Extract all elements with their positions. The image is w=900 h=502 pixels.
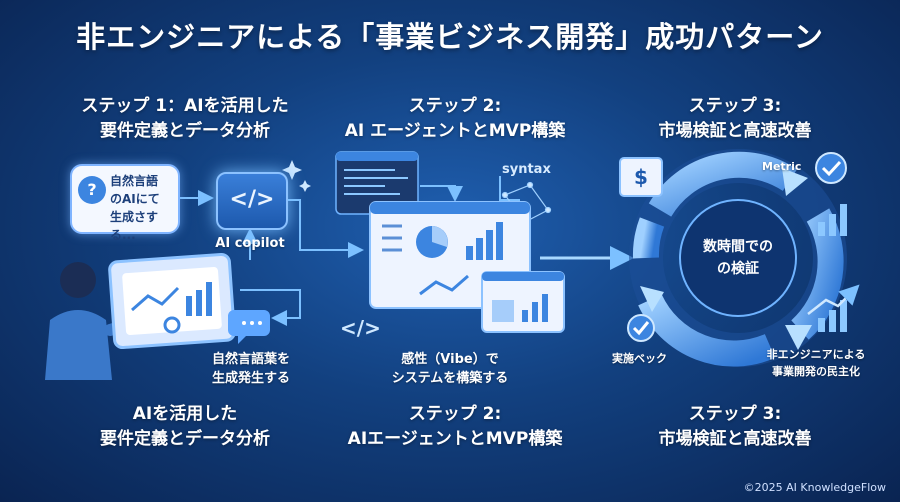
step2-footer-line1: ステップ 2: <box>408 404 502 424</box>
growth-chart-icon <box>807 284 860 332</box>
step3-header-line2: 市場検証と高速改善 <box>658 121 812 141</box>
step1-header-line1: ステップ 1：AIを活用した <box>81 96 289 116</box>
cycle-ring <box>629 149 847 367</box>
chart-window-front <box>481 271 565 333</box>
sparkle-icon <box>282 160 311 192</box>
step1-footer: AIを活用した 要件定義とデータ分析 <box>60 402 310 452</box>
metric-check-icon <box>815 152 847 184</box>
step3-footer: ステップ 3: 市場検証と高速改善 <box>610 402 860 452</box>
question-chat-icon: ? <box>78 176 106 204</box>
step1-footer-line1: AIを活用した <box>132 404 238 424</box>
bubble-line1: 自然言語 <box>110 174 159 188</box>
code-brackets-icon: </> <box>340 316 381 340</box>
natural-language-caption: 自然言語葉を 生成発生する <box>196 350 306 388</box>
dollar-label: $ <box>634 165 648 189</box>
vibe-line2: システムを構築する <box>391 371 509 386</box>
vibe-caption: 感性（Vibe）で システムを構築する <box>360 350 540 388</box>
natural-language-line1: 自然言語葉を <box>211 352 290 367</box>
cycle-center-text: 数時間での の検証 <box>688 236 788 280</box>
cycle-center-line2: の検証 <box>717 261 759 277</box>
democratize-line2: 事業開発の民主化 <box>772 365 860 378</box>
page-title: 非エンジニアによる「事業ビジネス開発」成功パターン <box>76 20 824 54</box>
step2-header: ステップ 2: AI エージェントとMVP構築 <box>330 94 580 144</box>
arrow-tablet-to-speech <box>240 289 301 326</box>
natural-language-line2: 生成発生する <box>211 371 290 386</box>
bubble-line3: 生成さする... <box>110 210 159 242</box>
step3-footer-line1: ステップ 3: <box>688 404 782 424</box>
step1-footer-line2: 要件定義とデータ分析 <box>100 429 270 449</box>
copyright-text: ©2025 AI KnowledgeFlow <box>743 481 886 494</box>
step3-header-line1: ステップ 3: <box>688 96 782 116</box>
chat-bubbles-icon <box>228 310 270 344</box>
cycle-center-line1: 数時間での <box>703 239 773 255</box>
democratize-line1: 非エンジニアによる <box>766 348 866 361</box>
metric-label: Metric <box>762 160 802 173</box>
democratize-caption: 非エンジニアによる 事業開発の民主化 <box>752 346 880 380</box>
step2-footer-line2: AIエージェントとMVP構築 <box>347 429 563 449</box>
syntax-label: syntax <box>502 162 551 177</box>
arrow-copilot-to-mvp <box>288 199 364 258</box>
person-with-tablet-graphic <box>45 252 236 380</box>
step3-header: ステップ 3: 市場検証と高速改善 <box>610 94 860 144</box>
ai-copilot-code-icon: </> <box>216 172 288 230</box>
natural-language-bubble: ? 自然言語 のAIにて 生成さする... <box>70 164 180 242</box>
step2-header-line1: ステップ 2: <box>408 96 502 116</box>
step2-footer: ステップ 2: AIエージェントとMVP構築 <box>330 402 580 452</box>
ai-copilot-label: AI copilot <box>215 236 285 251</box>
check-circle-icon <box>627 314 655 342</box>
bubble-line2: のAIにて <box>110 192 160 206</box>
bar-chart-icon <box>818 204 847 236</box>
check-label: 実施ベック <box>612 352 667 365</box>
bubble-text: 自然言語 のAIにて 生成さする... <box>110 172 178 244</box>
code-window-back <box>335 151 419 215</box>
step2-header-line2: AI エージェントとMVP構築 <box>344 121 566 141</box>
step1-header-line2: 要件定義とデータ分析 <box>100 121 270 141</box>
vibe-line1: 感性（Vibe）で <box>401 352 499 367</box>
step3-footer-line2: 市場検証と高速改善 <box>658 429 812 449</box>
step1-header: ステップ 1：AIを活用した 要件定義とデータ分析 <box>60 94 310 144</box>
arrow-code-to-mvp <box>420 185 463 202</box>
dollar-card-icon: $ <box>619 157 663 197</box>
arrow-syntax-to-mvp <box>499 176 520 201</box>
